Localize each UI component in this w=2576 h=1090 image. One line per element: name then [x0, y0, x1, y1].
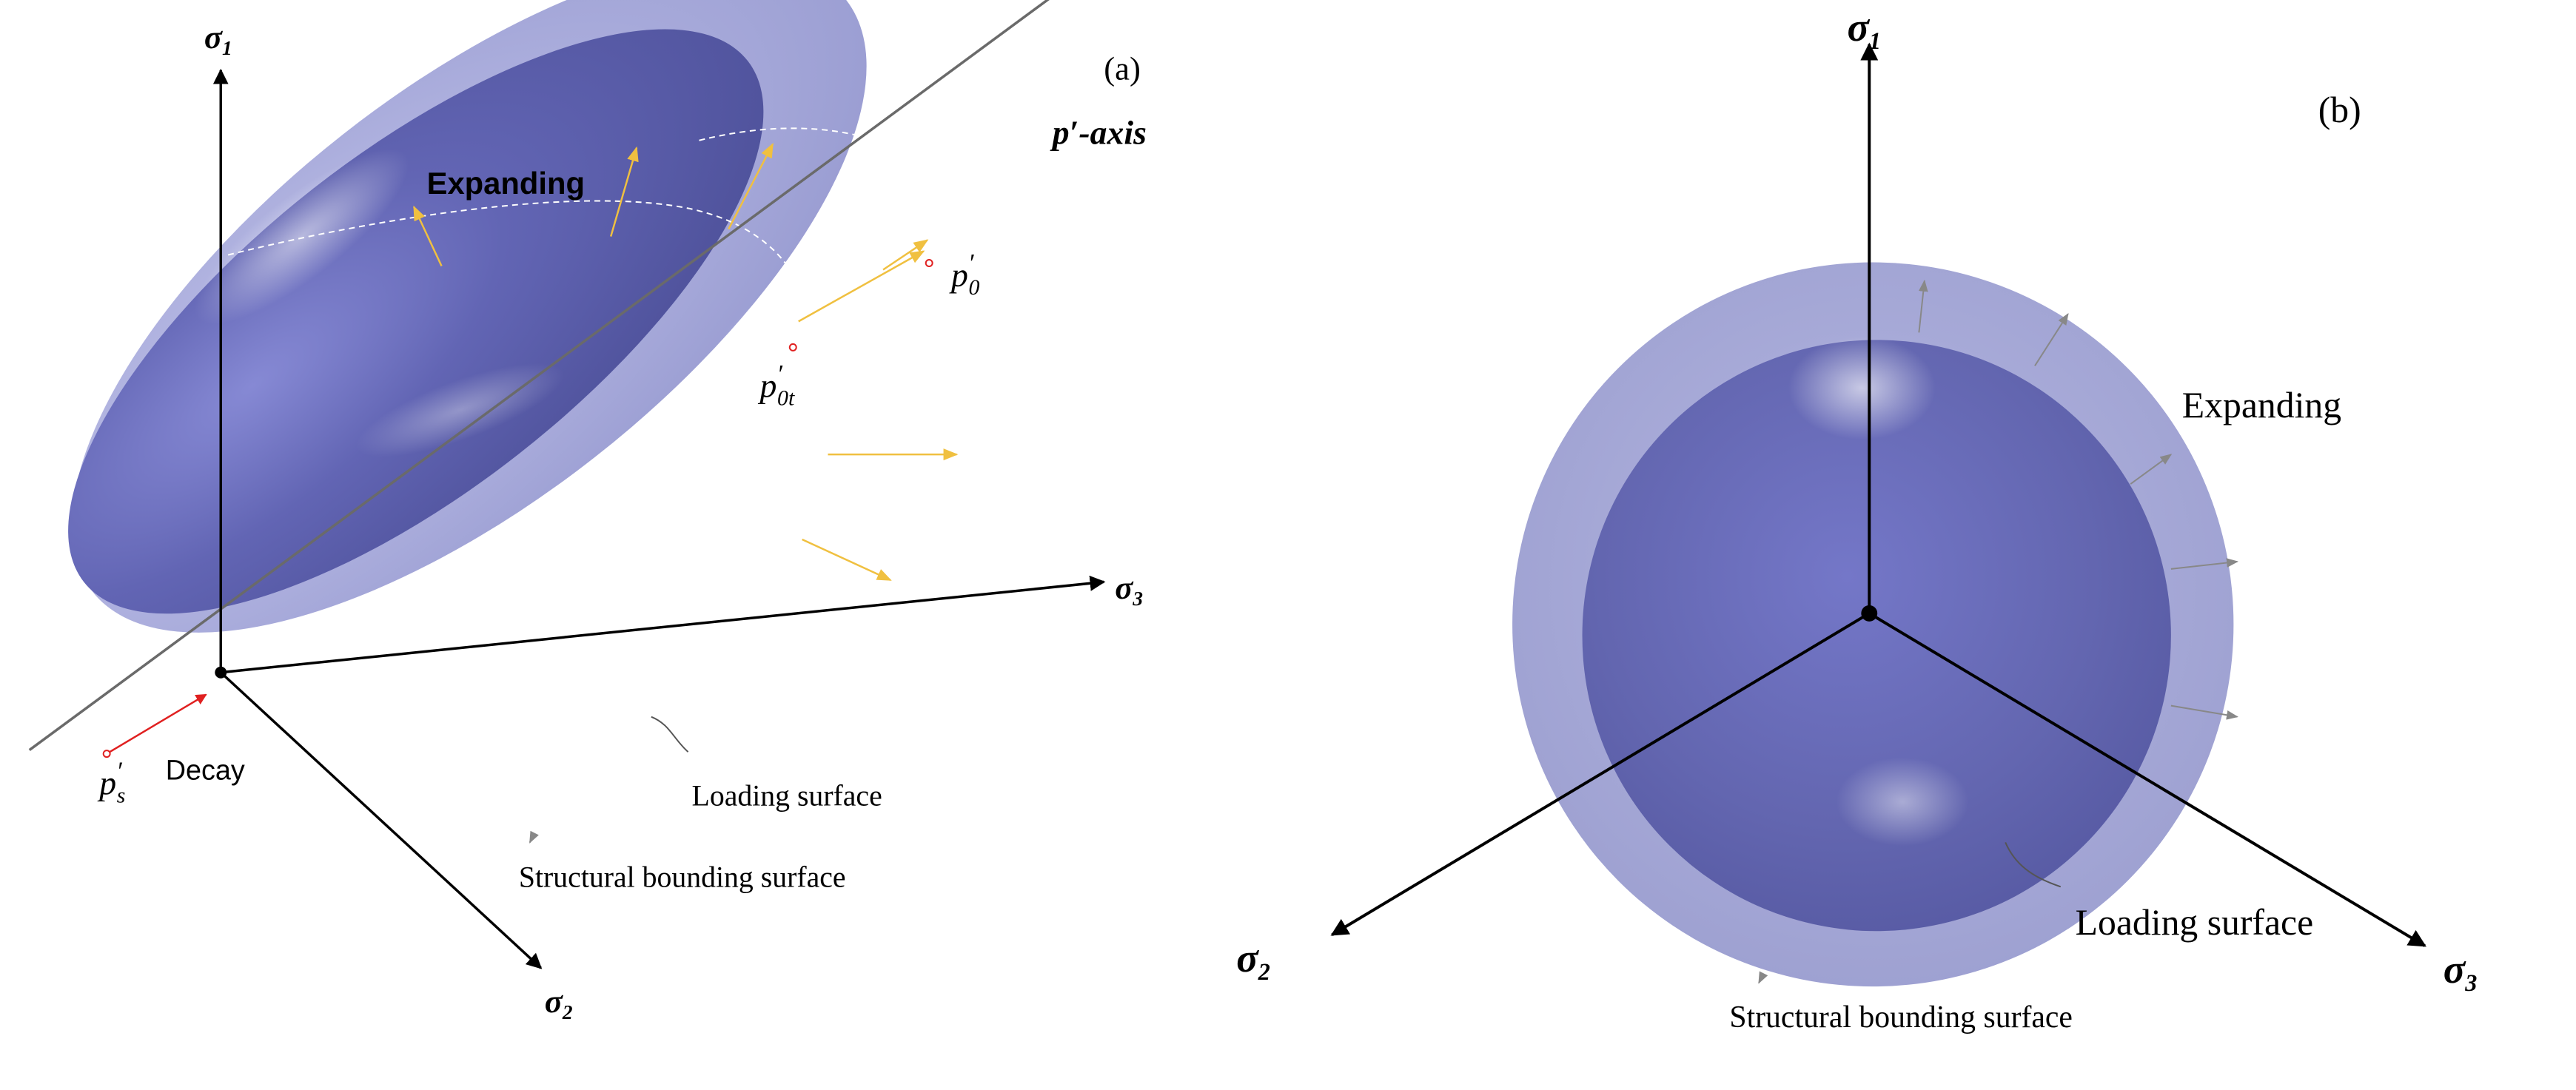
sigma3-axis-a: [221, 575, 1106, 674]
point-ps: [102, 750, 111, 758]
bounding-surface-label-a: Structural bounding surface: [519, 860, 846, 893]
loading-leader-a: [651, 716, 689, 753]
highlight-a1: [194, 148, 409, 325]
panel-b: (b) σ1 σ2 σ3 Expanding Loading surface S…: [1236, 4, 2477, 1035]
panel-b-tag: (b): [2318, 90, 2361, 130]
expanding-label-b: Expanding: [2182, 385, 2341, 425]
expand-arrow-a6: [802, 538, 892, 582]
sigma3-axis-b: [1868, 612, 2426, 947]
sigma3-label-a: σ3: [1115, 569, 1143, 610]
dashed-outline-a1: [227, 200, 812, 488]
p0t-label: p′0t: [758, 360, 795, 411]
point-p0: [925, 259, 933, 267]
expanding-label-a: Expanding: [427, 166, 585, 201]
sigma2-label-b: σ2: [1236, 935, 1270, 986]
origin-a: [215, 666, 227, 679]
highlight-a3: [711, 274, 833, 377]
loading-leader-b: [2005, 842, 2062, 888]
loading-surface-label-a: Loading surface: [692, 778, 882, 812]
p-axis-line: [28, 0, 1050, 751]
bounding-leader-b: [1758, 971, 1768, 984]
bounding-leader-a: [529, 830, 539, 844]
expand-arrow-a1: [413, 205, 443, 267]
expand-arrow-a7: [798, 250, 925, 323]
expand-arrow-b4: [2170, 558, 2238, 570]
bounding-surface-label-b: Structural bounding surface: [1729, 1000, 2073, 1035]
sigma2-label-a: σ2: [545, 983, 573, 1023]
panel-a: (a) σ1 σ3 σ2 p′-axis Expanding Decay p′0…: [28, 0, 1147, 1023]
decay-label: Decay: [166, 755, 245, 786]
highlight-b2: [1836, 757, 1969, 847]
point-p0t: [788, 343, 797, 351]
decay-arrow: [106, 693, 207, 755]
ps-label: p′s: [97, 756, 125, 807]
panel-a-tag: (a): [1104, 50, 1141, 87]
dashed-outline-a2: [699, 127, 965, 477]
p0-label: p′0: [949, 249, 979, 300]
expand-arrow-b1: [1918, 279, 1928, 333]
highlight-a2: [355, 363, 565, 457]
scaled-content: (a) σ1 σ3 σ2 p′-axis Expanding Decay p′0…: [28, 0, 2477, 1035]
expand-arrow-b5: [2170, 704, 2238, 720]
sigma2-axis-a: [220, 671, 543, 969]
sigma2-axis-b: [1330, 612, 1871, 936]
highlight-b1: [1788, 336, 1936, 440]
loading-surface-b: [1582, 340, 2171, 932]
p-axis-label: p′-axis: [1050, 114, 1147, 152]
sigma1-label-a: σ1: [204, 18, 232, 59]
expand-arrow-b2: [2034, 313, 2069, 366]
loading-surface-a: [68, 29, 764, 614]
expand-arrow-a2: [609, 146, 639, 237]
loading-surface-label-b: Loading surface: [2076, 902, 2314, 943]
sigma1-label-b: σ1: [1847, 4, 1881, 55]
expand-arrow-a4: [882, 239, 929, 271]
expand-arrow-b3: [2130, 454, 2173, 485]
sigma3-label-b: σ3: [2443, 946, 2478, 997]
expand-arrow-a3: [728, 142, 774, 230]
origin-b: [1861, 605, 1878, 622]
